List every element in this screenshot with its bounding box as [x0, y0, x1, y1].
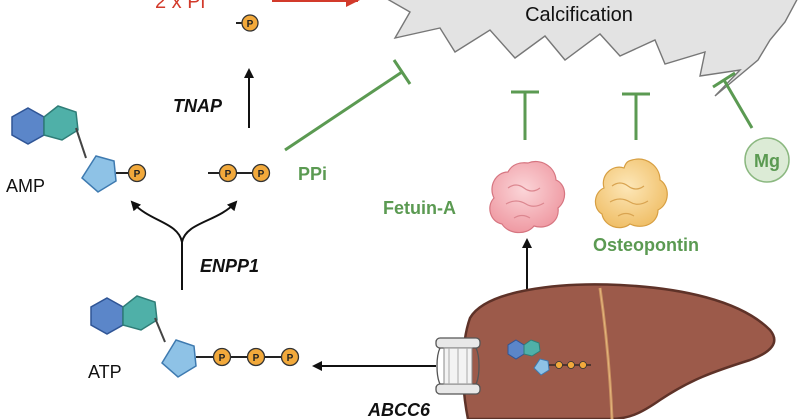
- svg-text:P: P: [258, 169, 265, 180]
- ppi-inhibition-bar: [392, 59, 412, 85]
- enpp1-arrow-to-ppi: [181, 200, 238, 243]
- mg-ion-icon: [744, 137, 790, 183]
- svg-text:P: P: [247, 19, 254, 30]
- enpp1-arrow-to-amp: [130, 200, 183, 243]
- liver-atp-molecule: [507, 339, 591, 376]
- calcification-label: Calcification: [525, 4, 633, 26]
- osteopontin-label: Osteopontin: [593, 235, 699, 255]
- phosphate-product-label: 2 x Pi: [155, 0, 205, 13]
- amp-label: AMP: [6, 176, 45, 196]
- osteopontin-protein-icon: [594, 158, 668, 229]
- mg-inhibition-bar: [712, 71, 736, 89]
- atp-label: ATP: [88, 362, 122, 382]
- ppi-label: PPi: [298, 164, 327, 184]
- atp-molecule: P P P: [90, 295, 300, 378]
- fetuin-label: Fetuin-A: [383, 198, 456, 218]
- mg-label: Mg: [754, 151, 780, 171]
- ppi-inhibition-line: [284, 70, 403, 152]
- svg-text:P: P: [253, 353, 260, 364]
- abcc6-transporter-icon: [435, 337, 481, 395]
- phosphate-top: P: [236, 14, 259, 32]
- svg-text:P: P: [225, 169, 232, 180]
- fetuin-protein-icon: [489, 160, 566, 234]
- liver-icon: [461, 283, 776, 419]
- svg-text:P: P: [134, 169, 141, 180]
- mg-inhibition-line: [722, 79, 754, 129]
- ppi-molecule: P P: [208, 163, 271, 183]
- amp-molecule: P: [11, 105, 147, 193]
- svg-text:P: P: [287, 353, 294, 364]
- svg-text:P: P: [219, 353, 226, 364]
- tnap-label: TNAP: [173, 96, 223, 116]
- calcification-starburst: [387, 0, 798, 97]
- enpp1-label: ENPP1: [200, 256, 259, 276]
- abcc6-label: ABCC6: [367, 400, 431, 419]
